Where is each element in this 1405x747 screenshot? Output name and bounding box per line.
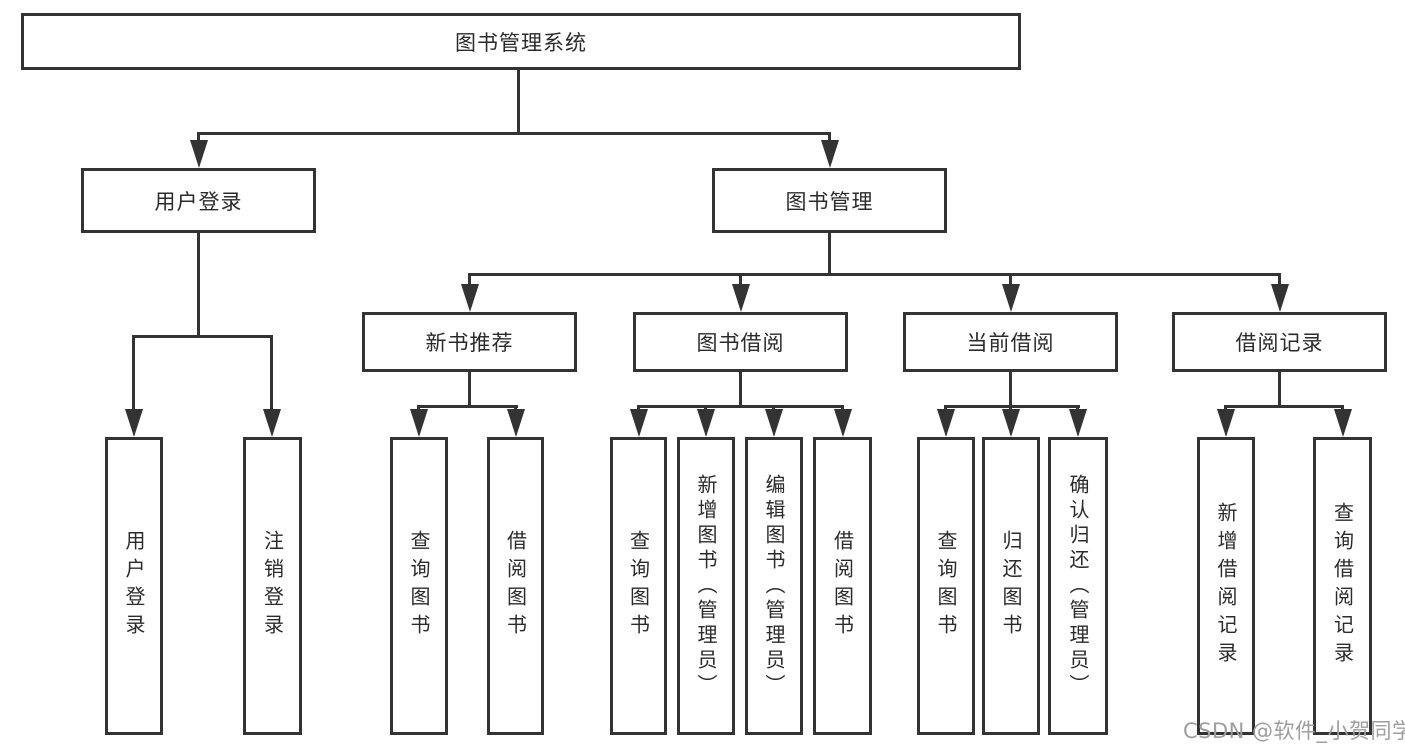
leaf-logout-label: 注销登录 [260,530,285,642]
arrow-line [468,273,471,287]
leaf-current-return-books: 归还图书 [982,437,1040,735]
borrow-record-hline [1224,405,1344,408]
leaf-newbook-query-books-label: 查询图书 [407,530,431,642]
arrowhead-down-icon [765,409,783,437]
leaf-borrow-edit-books-admin-label: 编辑图书（管理员） [762,473,786,699]
arrowhead-down-icon [821,140,839,168]
book-management-hline [468,273,1281,276]
arrowhead-down-icon [1002,284,1020,312]
arrowhead-down-icon [190,140,208,168]
current-borrow-hline [944,405,1080,408]
root-to-level2-hline [197,132,831,135]
leaf-borrow-query-books-label: 查询图书 [626,530,651,642]
arrowhead-down-icon [1217,409,1235,437]
arrowhead-down-icon [697,409,715,437]
arrow-line [1009,273,1012,287]
arrow-line [270,335,273,411]
node-root-system: 图书管理系统 [21,13,1021,70]
leaf-user-login: 用户登录 [105,437,163,735]
book-borrow-stem [739,372,742,408]
arrowhead-down-icon [1002,409,1020,437]
leaf-borrow-query-books: 查询图书 [610,437,667,735]
leaf-newbook-borrow-books-label: 借阅图书 [503,530,528,642]
new-book-stem [468,372,471,408]
node-borrow-record: 借阅记录 [1172,312,1387,372]
leaf-record-add-borrow-record-label: 新增借阅记录 [1214,502,1238,670]
current-borrow-stem [1009,372,1012,408]
node-current-borrow-label: 当前借阅 [966,331,1055,355]
arrowhead-down-icon [507,409,525,437]
node-user-login-label: 用户登录 [154,189,243,214]
node-root-label: 图书管理系统 [455,30,587,55]
csdn-watermark: CSDN @软件_小贺同学 [1183,719,1405,743]
arrowhead-down-icon [630,409,648,437]
leaf-record-add-borrow-record: 新增借阅记录 [1197,437,1255,735]
leaf-current-query-books: 查询图书 [917,437,975,735]
node-new-book-recommend-label: 新书推荐 [425,331,514,355]
leaf-record-query-borrow-record: 查询借阅记录 [1313,437,1372,735]
leaf-borrow-borrow-books: 借阅图书 [813,437,872,735]
node-book-borrow-label: 图书借阅 [696,331,785,355]
arrow-line [1278,273,1281,287]
node-book-management-label: 图书管理 [785,189,874,214]
leaf-current-return-books-label: 归还图书 [999,530,1023,642]
user-login-hline [132,335,273,338]
arrowhead-down-icon [410,409,428,437]
arrowhead-down-icon [1271,284,1289,312]
user-login-stem [197,233,200,335]
leaf-logout: 注销登录 [243,437,302,735]
leaf-borrow-add-books-admin: 新增图书（管理员） [677,437,735,735]
leaf-current-confirm-return-admin-label: 确认归还（管理员） [1066,473,1090,699]
arrowhead-down-icon [732,284,750,312]
borrow-record-stem [1278,372,1281,408]
arrowhead-down-icon [125,409,143,437]
arrow-line [828,132,831,144]
arrowhead-down-icon [1334,409,1352,437]
arrowhead-down-icon [263,409,281,437]
leaf-borrow-edit-books-admin: 编辑图书（管理员） [745,437,803,735]
arrowhead-down-icon [1069,409,1087,437]
arrow-line [739,273,742,287]
node-borrow-record-label: 借阅记录 [1235,331,1324,355]
leaf-borrow-add-books-admin-label: 新增图书（管理员） [694,473,718,699]
new-book-hline [417,405,518,408]
leaf-newbook-query-books: 查询图书 [390,437,448,735]
arrow-line [197,132,200,144]
leaf-current-confirm-return-admin: 确认归还（管理员） [1048,437,1108,735]
book-management-stem [828,233,831,276]
node-user-login: 用户登录 [81,168,316,233]
leaf-user-login-label: 用户登录 [122,530,146,642]
leaf-newbook-borrow-books: 借阅图书 [487,437,544,735]
node-new-book-recommend: 新书推荐 [362,312,577,372]
node-book-borrow: 图书借阅 [633,312,848,372]
leaf-current-query-books-label: 查询图书 [934,530,958,642]
arrowhead-down-icon [834,409,852,437]
root-to-level2-stem [517,70,520,132]
node-current-borrow: 当前借阅 [903,312,1118,372]
arrow-line [132,335,135,411]
node-book-management: 图书管理 [712,168,947,233]
leaf-record-query-borrow-record-label: 查询借阅记录 [1330,502,1355,670]
arrowhead-down-icon [937,409,955,437]
leaf-borrow-borrow-books-label: 借阅图书 [830,530,855,642]
arrowhead-down-icon [461,284,479,312]
book-borrow-hline [637,405,844,408]
